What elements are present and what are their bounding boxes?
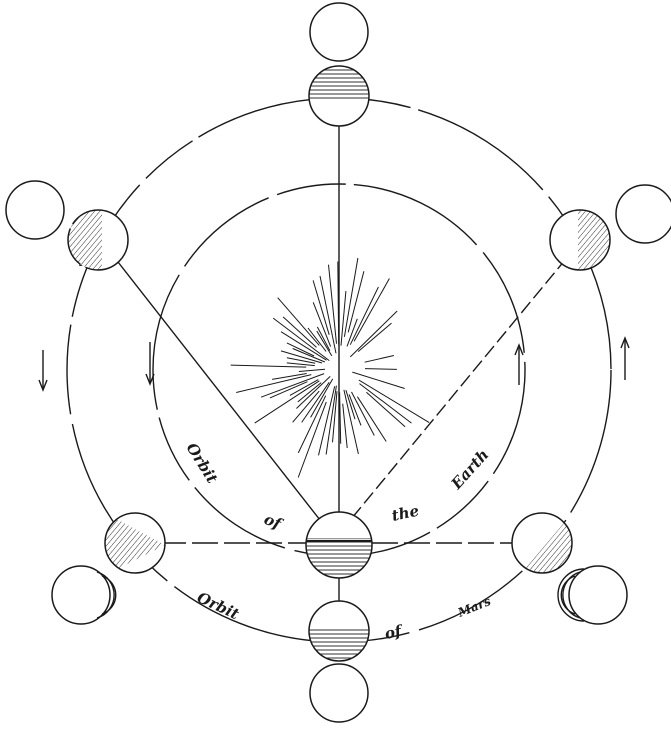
mars-far-top (310, 3, 368, 61)
sun-ray (287, 363, 315, 366)
sun-ray (319, 386, 335, 455)
arrow-up-inner-right (515, 345, 523, 385)
sight-line-upper-left (118, 262, 320, 520)
sun-ray (343, 404, 348, 448)
sun-ray (287, 358, 315, 364)
sun-ray (365, 356, 394, 363)
mars-far-upper-left (6, 181, 64, 239)
mars-phase-lower-right (558, 566, 627, 624)
sun-ray (350, 311, 397, 357)
sun-ray (329, 265, 337, 344)
sun-ray (344, 258, 358, 337)
label-the-earth: the (390, 502, 421, 525)
sun-ray (341, 291, 346, 346)
label-of-mars: of (383, 621, 405, 643)
sun-ray (360, 384, 412, 424)
sun-ray (340, 392, 341, 443)
arrow-down-outer-left (39, 350, 47, 390)
mars-middle-left (105, 513, 165, 575)
sun-ray (299, 369, 325, 371)
sun-ray (352, 392, 375, 436)
label-of-earth: of (262, 510, 286, 534)
mars-top (309, 66, 369, 126)
sun-ray (366, 392, 405, 426)
mars-phase-lower-left (52, 566, 129, 624)
mars-upper-right (550, 210, 612, 270)
label-earth: Earth (447, 446, 492, 494)
mars-far-upper-right (616, 185, 671, 243)
sun-ray (357, 397, 386, 442)
sun-ray (365, 369, 397, 370)
mars-bottom (309, 601, 369, 662)
sun-ray (350, 287, 378, 345)
sun-ray (270, 382, 308, 398)
arrow-up-outer-right (621, 338, 629, 380)
mars-far-bottom (310, 664, 368, 722)
mars-upper-left (68, 210, 128, 270)
label-mars: Mars (455, 594, 493, 620)
mars-middle-right (512, 510, 575, 575)
earth (306, 512, 372, 578)
sun-ray (231, 365, 307, 367)
label-orbit-mars: Orbit (194, 588, 242, 623)
sun-ray (358, 323, 391, 352)
sun-ray (278, 298, 320, 346)
